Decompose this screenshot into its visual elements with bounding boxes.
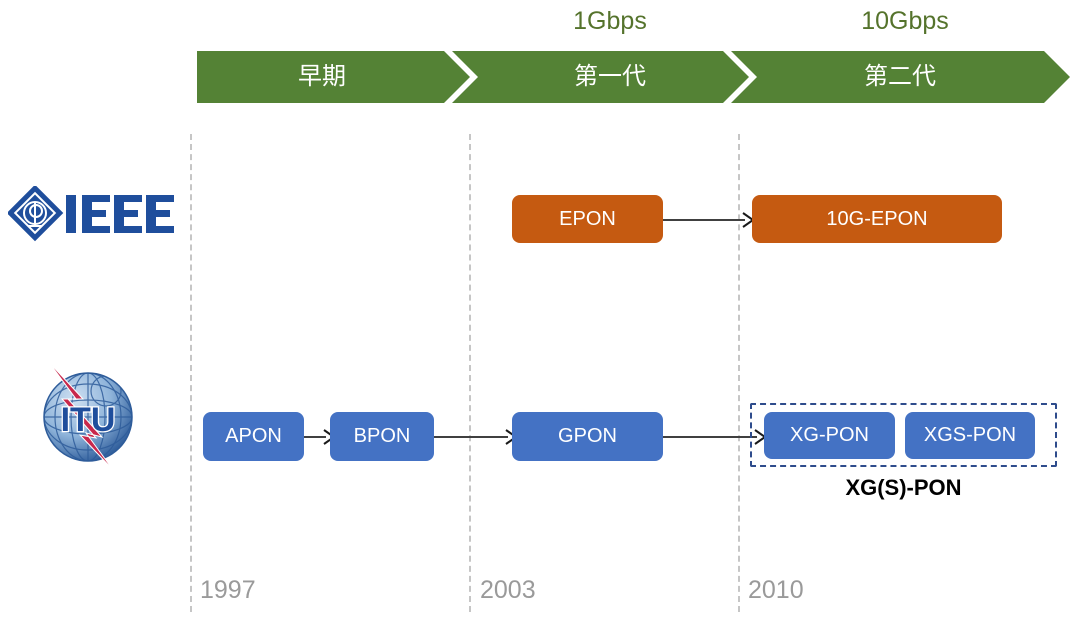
connector-bpon-to-gpon xyxy=(434,429,518,445)
xgs-pon-group-frame xyxy=(750,403,1057,467)
svg-text:ITU: ITU xyxy=(61,401,116,439)
connector-epon-to-10gepon xyxy=(663,212,755,228)
ieee-wordmark xyxy=(66,195,174,233)
banner-label-early: 早期 xyxy=(298,63,346,90)
banner-label-gen2: 第二代 xyxy=(864,63,936,90)
itu-lightning-icon xyxy=(47,360,115,472)
ieee-diamond-icon xyxy=(6,184,64,242)
ieee-logo xyxy=(6,184,176,248)
speed-label-10gbps: 10Gbps xyxy=(861,7,949,35)
speed-label-1gbps: 1Gbps xyxy=(573,7,647,35)
year-label-2010: 2010 xyxy=(748,576,804,604)
timeline-divider-2003 xyxy=(469,134,471,612)
year-label-2003: 2003 xyxy=(480,576,536,604)
banner-segment-gen2 xyxy=(731,51,1070,103)
timeline-divider-2010 xyxy=(738,134,740,612)
tech-box-epon[interactable]: EPON xyxy=(512,195,663,243)
itu-globe-icon xyxy=(43,372,133,462)
banner-segment-gen1 xyxy=(452,51,749,103)
tech-box-bpon[interactable]: BPON xyxy=(330,412,434,461)
year-label-1997: 1997 xyxy=(200,576,256,604)
tech-box-10g-epon[interactable]: 10G-EPON xyxy=(752,195,1002,243)
itu-logo: ITU xyxy=(28,355,148,477)
tech-box-apon[interactable]: APON xyxy=(203,412,304,461)
tech-box-gpon[interactable]: GPON xyxy=(512,412,663,461)
banner-label-gen1: 第一代 xyxy=(574,63,646,90)
timeline-divider-1997 xyxy=(190,134,192,612)
tech-box-xg-pon[interactable]: XG-PON xyxy=(764,412,895,459)
xgs-pon-group-label: XG(S)-PON xyxy=(845,475,962,500)
banner-segment-early xyxy=(197,51,470,103)
generation-banner xyxy=(197,51,1070,103)
itu-wordmark: ITU xyxy=(59,400,116,441)
tech-box-xgs-pon[interactable]: XGS-PON xyxy=(905,412,1035,459)
